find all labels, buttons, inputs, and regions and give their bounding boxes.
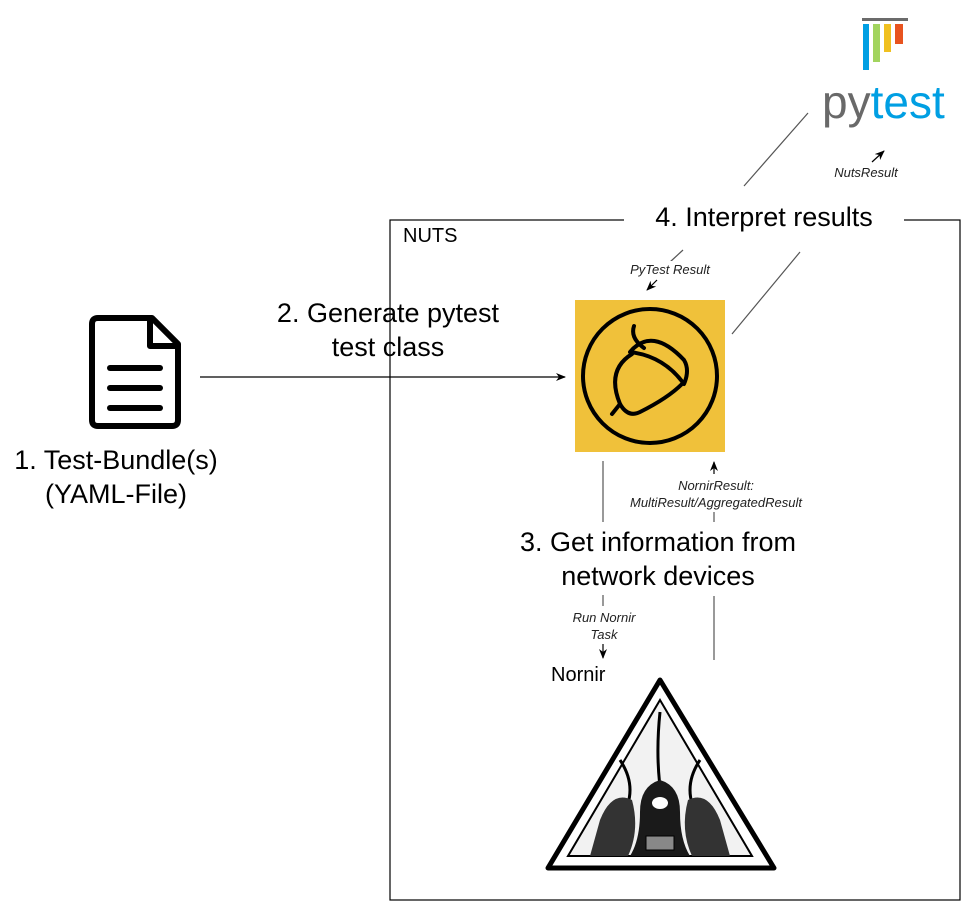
acorn-icon [610,324,689,416]
pytest-logo-text: pytest [822,76,945,128]
step2-line2: test class [331,332,445,362]
nornir-result-label: NornirResult: MultiResult/AggregatedResu… [610,477,822,511]
nuts-container-label: NUTS [403,225,458,247]
run-task-line2: Task [590,627,618,642]
nornir-logo [545,677,777,871]
step3-line1: 3. Get information from [519,527,797,557]
nornir-label: Nornir [551,664,606,686]
step3-label: 3. Get information from network devices [492,525,824,593]
pytest-logo-test: test [870,76,945,128]
pytest-logo-py: py [822,76,871,128]
pytest-result-label: PyTest Result [617,261,723,278]
test-bundle-line1: 1. Test-Bundle(s) [14,445,218,475]
nornir-result-line1: NornirResult: [678,478,754,493]
arrow-pytest-result [646,279,658,291]
step4-label: 4. Interpret results [624,200,904,234]
nuts-result-label: NutsResult [834,165,898,180]
run-nornir-task-label: Run Nornir Task [560,609,648,643]
run-task-line1: Run Nornir [572,610,636,625]
pytest-logo-bars [862,18,908,70]
test-bundle-line2: (YAML-File) [44,479,187,509]
edge-step4-to-nuts-logo-upper [669,249,684,263]
step3-line2: network devices [561,561,755,591]
arrow-nuts-result [871,150,885,163]
step2-line1: 2. Generate pytest [276,298,500,328]
nornir-result-line2: MultiResult/AggregatedResult [630,495,802,510]
test-bundle-label: 1. Test-Bundle(s) (YAML-File) [0,443,232,511]
edge-pytest-to-step4 [743,112,809,187]
edge-nuts-logo-to-step4 [731,251,801,335]
nuts-acorn-logo [575,300,725,452]
step2-label: 2. Generate pytest test class [252,296,524,364]
document-icon [89,315,181,429]
